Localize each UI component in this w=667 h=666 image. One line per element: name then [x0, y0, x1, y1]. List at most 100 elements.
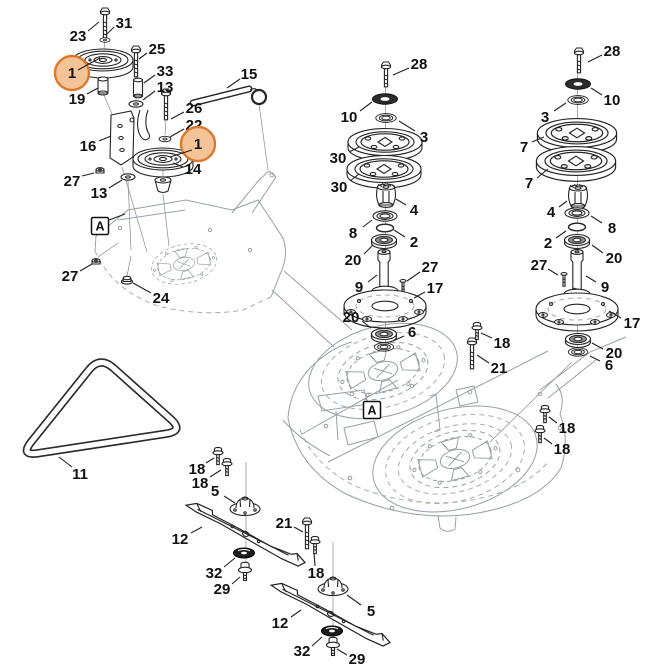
part-label-32-58[interactable]: 32: [206, 557, 236, 582]
part-label-2-25[interactable]: 2: [393, 229, 418, 251]
part-label-20-30[interactable]: 20: [343, 309, 372, 329]
part-label-18-49[interactable]: 18: [543, 437, 570, 458]
part-label-27-13[interactable]: 27: [64, 172, 95, 190]
part-label-1-10[interactable]: 1: [169, 125, 217, 163]
label-text: 5: [211, 483, 219, 500]
part-label-19-7[interactable]: 19: [69, 87, 99, 108]
leader-line: [531, 136, 545, 143]
part-label-1-3[interactable]: 1: [53, 54, 101, 92]
part-label-30-21[interactable]: 30: [330, 146, 360, 167]
part-label-17-29[interactable]: 17: [413, 280, 443, 299]
leader-line: [406, 271, 421, 282]
part-label-18-57[interactable]: 18: [308, 552, 325, 582]
part-label-7-36[interactable]: 7: [525, 168, 549, 192]
part-label-27-16[interactable]: 27: [62, 263, 93, 285]
part-label-21-47[interactable]: 21: [476, 354, 507, 377]
bearing-20b-right: [564, 332, 592, 349]
part-label-12-55[interactable]: 12: [172, 526, 203, 548]
part-label-32-62[interactable]: 32: [294, 636, 323, 660]
label-text: 9: [355, 279, 363, 296]
part-label-6-45[interactable]: 6: [589, 355, 613, 374]
part-label-16-11[interactable]: 16: [80, 135, 112, 155]
part-label-8-24[interactable]: 8: [349, 219, 373, 242]
part-label-18-53[interactable]: 18: [192, 469, 222, 492]
part-label-6-31[interactable]: 6: [392, 324, 416, 342]
part-label-8-38[interactable]: 8: [590, 215, 616, 237]
part-label-27-41[interactable]: 27: [531, 257, 559, 276]
part-label-9-42[interactable]: 9: [585, 275, 609, 296]
part-label-10-19[interactable]: 10: [341, 101, 373, 126]
part-label-21-56[interactable]: 21: [276, 515, 304, 533]
label-text: 32: [294, 643, 311, 660]
leader-line: [555, 230, 567, 239]
part-label-18-52[interactable]: 18: [189, 457, 215, 478]
part-label-5-54[interactable]: 5: [211, 483, 236, 504]
cone-14: [154, 176, 172, 194]
part-label-4-23[interactable]: 4: [395, 198, 419, 219]
highlight-circle[interactable]: [53, 54, 91, 92]
label-text: 4: [547, 204, 556, 221]
part-label-33-4[interactable]: 33: [143, 63, 174, 84]
leader-line: [108, 213, 126, 221]
bearing-20a-right: [563, 233, 591, 250]
part-label-10-33[interactable]: 10: [590, 87, 620, 109]
deck-hardware: [212, 321, 551, 555]
part-label-13-14[interactable]: 13: [91, 179, 123, 202]
part-label-31-1[interactable]: 31: [106, 15, 132, 35]
leader-line: [349, 173, 360, 182]
bolt-18-deckright-1: [539, 404, 551, 424]
part-label-15-6[interactable]: 15: [226, 66, 258, 89]
label-text: 33: [157, 63, 174, 80]
view-label-A-15[interactable]: A: [90, 213, 126, 236]
part-label-13-5[interactable]: 13: [142, 79, 173, 101]
washer-6-right: [567, 347, 589, 357]
part-label-26-8[interactable]: 26: [170, 100, 202, 120]
label-text: 15: [241, 66, 258, 83]
part-label-12-61[interactable]: 12: [272, 609, 302, 632]
label-text: 20: [606, 250, 623, 267]
label-text: 13: [91, 185, 108, 202]
part-label-23-0[interactable]: 23: [70, 21, 100, 45]
part-label-3-20[interactable]: 3: [398, 120, 428, 146]
view-label-A-50[interactable]: A: [362, 400, 382, 420]
leader-line: [58, 456, 73, 468]
part-label-3-34[interactable]: 3: [541, 102, 567, 126]
label-text: 3: [541, 109, 549, 126]
label-text: 12: [272, 615, 289, 632]
part-label-9-27[interactable]: 9: [355, 274, 378, 296]
leader-line: [313, 552, 316, 567]
leader-line: [587, 54, 603, 63]
part-label-20-26[interactable]: 20: [345, 244, 374, 269]
leader-line: [223, 495, 236, 504]
deck-top-left: [94, 170, 353, 348]
part-label-2-39[interactable]: 2: [544, 230, 567, 252]
part-label-24-17[interactable]: 24: [132, 282, 170, 307]
part-label-29-59[interactable]: 29: [214, 576, 241, 598]
label-text: 8: [608, 220, 616, 237]
label-text: 27: [531, 257, 548, 274]
part-label-25-2[interactable]: 25: [138, 41, 165, 60]
part-label-7-35[interactable]: 7: [520, 136, 545, 156]
pulley-7b: [535, 145, 617, 182]
part-label-18-46[interactable]: 18: [480, 332, 510, 352]
pulley-30b: [346, 154, 422, 189]
part-label-14-12[interactable]: 14: [172, 161, 202, 178]
part-label-18-48[interactable]: 18: [548, 416, 575, 437]
part-label-4-37[interactable]: 4: [547, 200, 568, 221]
label-text: 24: [153, 290, 170, 307]
part-label-28-32[interactable]: 28: [587, 43, 620, 63]
part-label-27-28[interactable]: 27: [406, 259, 438, 282]
part-label-28-18[interactable]: 28: [392, 56, 427, 76]
leader-line: [290, 609, 302, 618]
part-label-20-44[interactable]: 20: [591, 342, 622, 362]
leader-line: [362, 219, 373, 228]
part-label-29-63[interactable]: 29: [336, 648, 365, 666]
highlight-circle[interactable]: [179, 125, 217, 163]
part-label-5-60[interactable]: 5: [346, 594, 375, 620]
part-label-20-40[interactable]: 20: [591, 244, 623, 267]
bolt-29b: [325, 636, 341, 657]
part-label-30-22[interactable]: 30: [331, 173, 360, 196]
part-label-11-51[interactable]: 11: [58, 456, 88, 483]
part-label-17-43[interactable]: 17: [608, 310, 640, 332]
bolt-23: [99, 7, 111, 40]
